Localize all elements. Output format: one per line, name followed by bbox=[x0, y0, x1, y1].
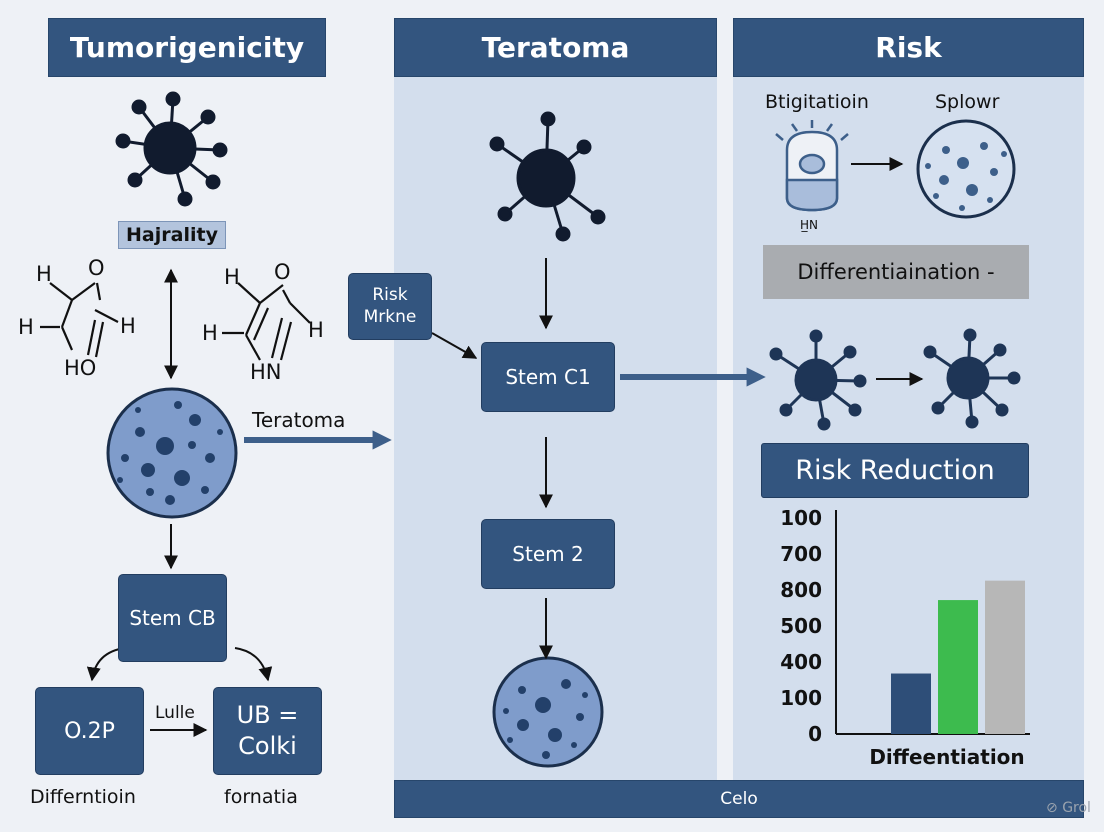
molecule-structure-b bbox=[222, 282, 311, 361]
mol-b-n1: HN bbox=[250, 360, 282, 384]
device-icon bbox=[775, 120, 849, 212]
chart-y-tick-label: 400 bbox=[780, 650, 822, 674]
chart-y-tick-label: 800 bbox=[780, 578, 822, 602]
teratoma-cell-middle bbox=[492, 656, 604, 768]
header-teratoma: Teratoma bbox=[394, 18, 717, 77]
chart-y-tick-label: 0 bbox=[808, 722, 822, 746]
o2p-box[interactable]: O.2P bbox=[35, 687, 144, 775]
watermark: ⊘ Grol bbox=[1046, 800, 1091, 816]
mol-b-o1: O bbox=[274, 260, 291, 284]
stem-cell-icon-right-a bbox=[769, 329, 867, 431]
header-risk: Risk bbox=[733, 18, 1084, 77]
stem-cb-box[interactable]: Stem CB bbox=[118, 574, 227, 662]
risk-reduction-box[interactable]: Risk Reduction bbox=[761, 443, 1029, 498]
stem-cell-icon-left bbox=[115, 91, 228, 207]
differentiaination-bar: Differentiaination - bbox=[763, 245, 1029, 299]
footer-bar: Celo bbox=[394, 780, 1084, 818]
lulle-label: Lulle bbox=[155, 703, 195, 723]
stem-c1-box[interactable]: Stem C1 bbox=[481, 342, 615, 412]
molecule-structure-a bbox=[40, 282, 119, 358]
fornatia-caption: fornatia bbox=[224, 786, 298, 808]
chart-bar bbox=[985, 580, 1025, 734]
watermark-icon: ⊘ bbox=[1046, 800, 1058, 816]
teratoma-cell-left bbox=[106, 387, 238, 519]
risk-marker-box[interactable]: Risk Mrkne bbox=[348, 273, 432, 340]
teratoma-cell-right bbox=[916, 119, 1016, 219]
mol-a-o1: O bbox=[88, 256, 105, 280]
chart-bar bbox=[938, 600, 978, 734]
mol-b-h1: H bbox=[224, 265, 240, 289]
differntioin-caption: Differntioin bbox=[30, 786, 136, 808]
mol-a-o2: HO bbox=[64, 356, 97, 380]
colki-line: Colki bbox=[238, 732, 297, 760]
chart-y-tick-label: 500 bbox=[780, 614, 822, 638]
device-label: H̲N bbox=[800, 218, 818, 232]
header-tumorigenicity: Tumorigenicity bbox=[48, 18, 326, 77]
ub-colki-box[interactable]: UB = Colki bbox=[213, 687, 322, 775]
chart-y-tick-label: 700 bbox=[780, 542, 822, 566]
risk-marker-line1: Risk bbox=[372, 285, 408, 306]
splowr-label: Splowr bbox=[935, 91, 1000, 113]
btigitatioin-label: Btigitatioin bbox=[765, 91, 869, 113]
mol-a-h3: H bbox=[120, 314, 136, 338]
teratoma-arrow-label: Teratoma bbox=[252, 408, 346, 432]
mol-a-h2: H bbox=[18, 315, 34, 339]
stem-2-box[interactable]: Stem 2 bbox=[481, 519, 615, 589]
stem-cell-icon-right-b bbox=[923, 328, 1021, 429]
chart-y-tick-label: 100 bbox=[780, 686, 822, 710]
chart-x-label: Diffeentiation bbox=[869, 745, 1024, 769]
ub-line: UB = bbox=[236, 700, 299, 729]
stem-cell-icon-middle bbox=[489, 111, 606, 242]
chart-bar bbox=[891, 673, 931, 734]
chart-y-tick-label: 100 bbox=[780, 506, 822, 530]
mol-b-h3: H bbox=[308, 318, 324, 342]
mol-a-h1: H bbox=[36, 262, 52, 286]
hajrality-label: Hajrality bbox=[118, 221, 226, 249]
risk-marker-line2: Mrkne bbox=[363, 306, 417, 327]
mol-b-h2: H bbox=[202, 321, 218, 345]
